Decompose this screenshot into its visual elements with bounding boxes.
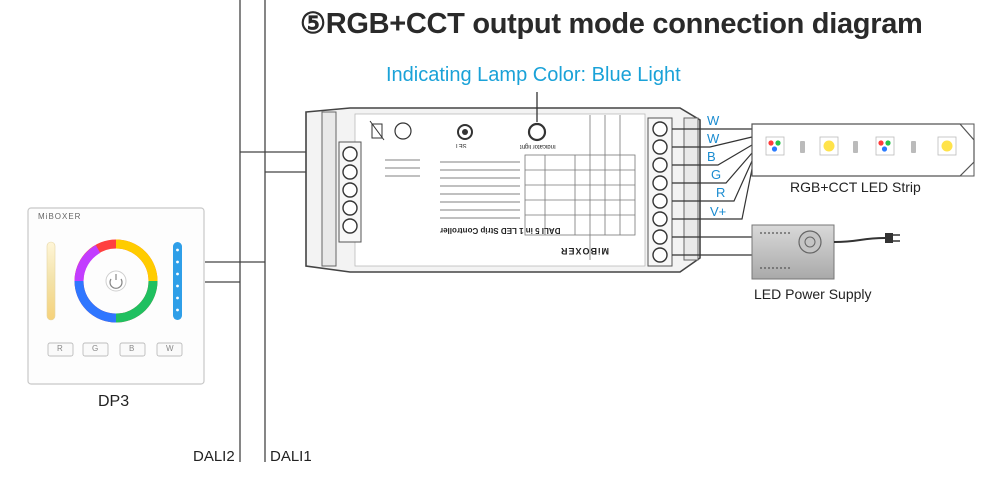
panel-button-w: W (166, 344, 174, 353)
wire-label-w1: W (707, 113, 720, 128)
led-strip-label: RGB+CCT LED Strip (790, 179, 921, 195)
power-supply (751, 224, 900, 280)
dali1-label: DALI1 (270, 448, 312, 465)
indicator-light-label: Indicator light (520, 143, 556, 149)
wire-label-g: G (711, 167, 722, 182)
wire-label-w2: W (707, 131, 720, 146)
dali-controller (305, 107, 701, 273)
dali2-label: DALI2 (193, 448, 235, 465)
dp3-panel (27, 207, 205, 385)
wire-label-vplus: V+ (710, 204, 727, 219)
panel-name-dp3: DP3 (98, 393, 130, 410)
controller-brand: MiBOXER (560, 246, 610, 256)
led-strip (751, 123, 975, 177)
wire-label-r: R (716, 185, 726, 200)
controller-title: DALI 5 in 1 LED Strip Controller (440, 226, 561, 235)
panel-brand: MiBOXER (38, 212, 82, 221)
diagram-title: ⑤RGB+CCT output mode connection diagram (300, 8, 923, 40)
panel-button-g: G (92, 344, 99, 353)
wire-label-b: B (707, 149, 716, 164)
set-label: SET (455, 142, 467, 148)
power-supply-label: LED Power Supply (754, 286, 872, 302)
indicator-color-note: Indicating Lamp Color: Blue Light (386, 64, 681, 86)
panel-button-b: B (129, 344, 135, 353)
output-wires (672, 128, 753, 256)
panel-button-r: R (57, 344, 63, 353)
